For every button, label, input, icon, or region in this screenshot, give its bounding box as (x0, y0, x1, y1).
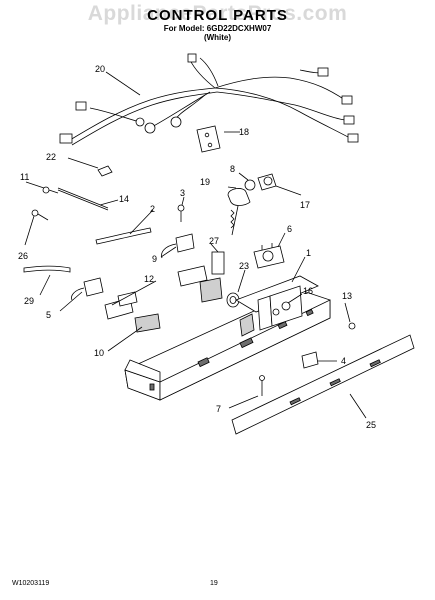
mounting-plate (196, 125, 221, 153)
connector (59, 133, 73, 144)
callout-10: 10 (94, 348, 104, 358)
callout-8: 8 (230, 164, 235, 174)
vent-slot (149, 383, 155, 391)
watermark: AppliancePartsPros.com (87, 2, 348, 25)
callout-16: 16 (303, 286, 313, 296)
callout-20: 20 (95, 64, 105, 74)
callout-19: 19 (200, 177, 210, 187)
callout-17: 17 (300, 200, 310, 210)
color-line: (White) (203, 33, 232, 42)
connector (75, 101, 87, 111)
callout-11: 11 (20, 172, 29, 182)
callout-2: 2 (150, 204, 155, 214)
vent-slot (197, 357, 210, 368)
callout-1: 1 (306, 248, 311, 258)
callout-labels: 20 18 22 8 11 19 3 14 17 2 6 27 26 9 1 2… (18, 64, 376, 430)
screw-pair (31, 186, 59, 221)
temperature-control (253, 243, 285, 269)
tube-lower (23, 265, 71, 273)
control-module (177, 251, 225, 303)
callout-13: 13 (342, 291, 352, 301)
model-line: For Model: 6GD22DCXHW07 (163, 24, 272, 33)
trim-strip (231, 334, 415, 435)
control-housing (124, 275, 331, 401)
page-number: 19 (210, 580, 218, 587)
callout-3: 3 (180, 188, 185, 198)
callout-9: 9 (152, 254, 157, 264)
callout-5: 5 (46, 310, 51, 320)
page-title: CONTROL PARTS (147, 7, 288, 24)
connector (187, 53, 197, 63)
screw (177, 204, 185, 222)
switch (161, 233, 195, 259)
document-number: W10203119 (12, 580, 50, 587)
callout-12: 12 (144, 274, 154, 284)
right-bracket (301, 351, 319, 369)
tube (95, 227, 152, 245)
wire-harness (59, 53, 359, 146)
vent-slot (305, 308, 314, 317)
callout-7: 7 (216, 404, 221, 414)
callout-25: 25 (366, 420, 376, 430)
connector (347, 133, 359, 143)
bracket (104, 291, 138, 320)
trim-slot (369, 359, 381, 368)
vent-slot (239, 337, 254, 349)
callout-26: 26 (18, 251, 28, 261)
callout-23: 23 (239, 261, 249, 271)
connector (144, 122, 156, 134)
callout-27: 27 (209, 236, 219, 246)
trim-slot (329, 378, 341, 387)
heater-rod (57, 187, 109, 211)
trim-slot (289, 397, 301, 406)
switch-lower (71, 277, 104, 301)
connector (343, 115, 355, 125)
callout-29: 29 (24, 296, 34, 306)
leader-lines (24, 71, 367, 419)
wire-clip (97, 165, 113, 177)
thermostat-knob (244, 173, 277, 191)
fuse-holder (211, 251, 225, 275)
vent-slot (277, 321, 288, 330)
connector (341, 95, 353, 105)
lamp-socket (227, 188, 251, 236)
screw-bottom (259, 375, 265, 396)
connector (135, 117, 145, 127)
connector (170, 116, 182, 128)
callout-14: 14 (119, 194, 129, 204)
callout-18: 18 (239, 127, 249, 137)
callout-22: 22 (46, 152, 56, 162)
callout-4: 4 (341, 356, 346, 366)
connector (317, 67, 329, 77)
callout-6: 6 (287, 224, 292, 234)
screw-right (348, 322, 356, 330)
